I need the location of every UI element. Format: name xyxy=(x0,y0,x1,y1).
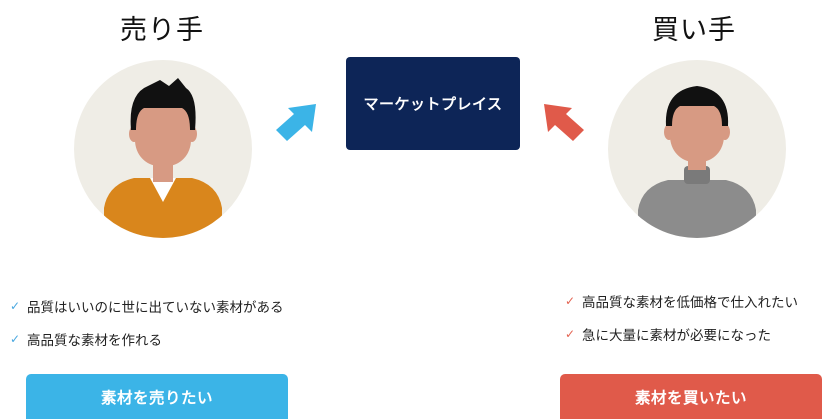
buyer-title: 買い手 xyxy=(652,15,736,46)
seller-feature-text: 高品質な素材を作れる xyxy=(27,332,162,349)
marketplace-label: マーケットプレイス xyxy=(363,95,503,113)
checkmark-icon: ✓ xyxy=(10,331,21,346)
seller-title: 売り手 xyxy=(120,15,204,46)
list-item: ✓ 品質はいいのに世に出ていない素材がある xyxy=(10,289,284,322)
buyer-feature-list: ✓ 高品質な素材を低価格で仕入れたい ✓ 急に大量に素材が必要になった xyxy=(565,284,798,350)
person-avatar-icon xyxy=(104,78,222,238)
list-item: ✓ 高品質な素材を作れる xyxy=(10,322,284,355)
seller-feature-text: 品質はいいのに世に出ていない素材がある xyxy=(27,299,284,316)
buyer-feature-text: 急に大量に素材が必要になった xyxy=(582,327,771,344)
checkmark-icon: ✓ xyxy=(565,326,576,341)
checkmark-icon: ✓ xyxy=(10,298,21,313)
buyer-feature-text: 高品質な素材を低価格で仕入れたい xyxy=(582,294,798,311)
checkmark-icon: ✓ xyxy=(565,293,576,308)
buy-materials-button[interactable]: 素材を買いたい xyxy=(560,374,822,419)
list-item: ✓ 急に大量に素材が必要になった xyxy=(565,317,798,350)
list-item: ✓ 高品質な素材を低価格で仕入れたい xyxy=(565,284,798,317)
arrow-up-left-icon xyxy=(544,104,584,141)
person-avatar-icon xyxy=(638,86,756,238)
seller-avatar xyxy=(74,60,252,238)
seller-feature-list: ✓ 品質はいいのに世に出ていない素材がある ✓ 高品質な素材を作れる xyxy=(10,289,284,355)
arrow-up-right-icon xyxy=(276,104,316,141)
sell-materials-button[interactable]: 素材を売りたい xyxy=(26,374,288,419)
marketplace-box: マーケットプレイス xyxy=(346,57,520,150)
buyer-avatar xyxy=(608,60,786,238)
